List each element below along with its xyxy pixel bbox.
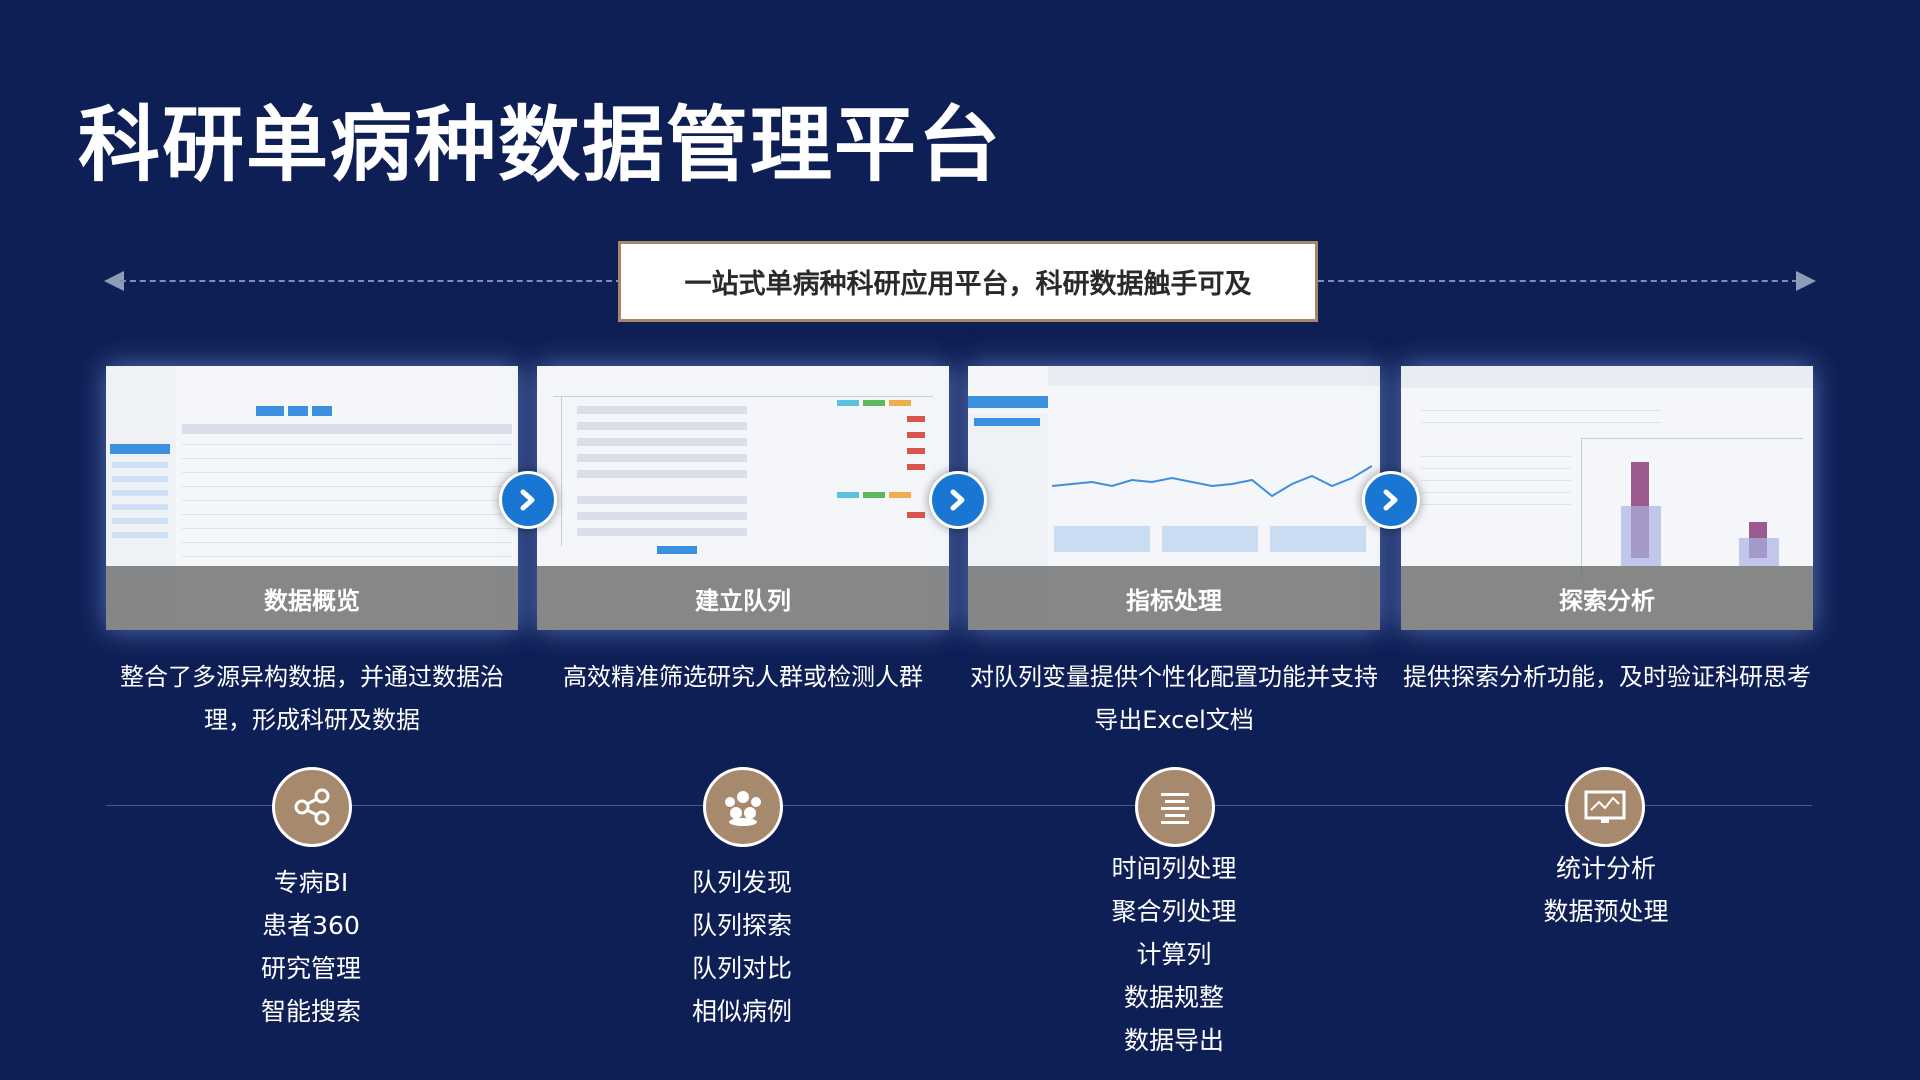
feature-item[interactable]: 数据导出: [1123, 1026, 1224, 1055]
dashed-line-left: [120, 280, 622, 282]
card-label: 指标处理: [968, 566, 1380, 630]
feature-list-build-cohort: 队列发现 队列探索 队列对比 相似病例: [592, 861, 892, 1033]
feature-list-exploratory-analysis: 统计分析 数据预处理: [1456, 847, 1756, 933]
divider: [106, 805, 1812, 806]
screenshot-exploratory-analysis: [1401, 366, 1813, 630]
feature-item[interactable]: 相似病例: [691, 997, 792, 1026]
card-exploratory-analysis[interactable]: 探索分析: [1401, 366, 1813, 630]
card-build-cohort[interactable]: 建立队列: [537, 366, 949, 630]
feature-item[interactable]: 队列对比: [691, 954, 792, 983]
card-description: 整合了多源异构数据，并通过数据治理，形成科研及数据: [120, 663, 504, 734]
feature-item[interactable]: 智能搜索: [260, 997, 361, 1026]
feature-item[interactable]: 计算列: [1136, 940, 1212, 969]
feature-item[interactable]: 聚合列处理: [1111, 897, 1237, 926]
card-label: 数据概览: [106, 566, 518, 630]
next-step-button[interactable]: [499, 471, 557, 529]
next-step-button[interactable]: [929, 471, 987, 529]
page-title: 科研单病种数据管理平台: [78, 98, 1003, 193]
card-indicator-processing[interactable]: 指标处理: [968, 366, 1380, 630]
feature-list-data-overview: 专病BI 患者360 研究管理 智能搜索: [161, 861, 461, 1033]
card-description: 对队列变量提供个性化配置功能并支持导出Excel文档: [970, 663, 1378, 734]
dashed-line-right: [1318, 280, 1798, 282]
card-description: 提供探索分析功能，及时验证科研思考: [1403, 663, 1811, 691]
share-icon: [272, 767, 352, 847]
card-label: 建立队列: [537, 566, 949, 630]
screenshot-build-cohort: [537, 366, 949, 630]
feature-list-indicator-processing: 时间列处理 聚合列处理 计算列 数据规整 数据导出: [1024, 847, 1324, 1062]
feature-item[interactable]: 数据规整: [1123, 983, 1224, 1012]
feature-item[interactable]: 队列探索: [691, 911, 792, 940]
feature-item[interactable]: 统计分析: [1555, 854, 1656, 883]
next-step-button[interactable]: [1362, 471, 1420, 529]
slogan-box: 一站式单病种科研应用平台，科研数据触手可及: [618, 241, 1318, 322]
arrow-left-icon: [104, 271, 124, 291]
card-label: 探索分析: [1401, 566, 1813, 630]
group-icon: [703, 767, 783, 847]
chevron-right-icon: [1383, 489, 1398, 511]
feature-item[interactable]: 研究管理: [260, 954, 361, 983]
card-description: 高效精准筛选研究人群或检测人群: [563, 663, 923, 691]
card-data-overview[interactable]: 数据概览: [106, 366, 518, 630]
chevron-right-icon: [950, 489, 965, 511]
chart-icon: [1565, 767, 1645, 847]
list-icon: [1135, 767, 1215, 847]
feature-item[interactable]: 队列发现: [691, 868, 792, 897]
feature-item[interactable]: 时间列处理: [1111, 854, 1237, 883]
line-chart-icon: [1052, 465, 1372, 498]
feature-item[interactable]: 数据预处理: [1543, 897, 1669, 926]
feature-item[interactable]: 患者360: [262, 911, 360, 940]
chevron-right-icon: [520, 489, 535, 511]
feature-item[interactable]: 专病BI: [273, 868, 349, 897]
arrow-right-icon: [1796, 271, 1816, 291]
